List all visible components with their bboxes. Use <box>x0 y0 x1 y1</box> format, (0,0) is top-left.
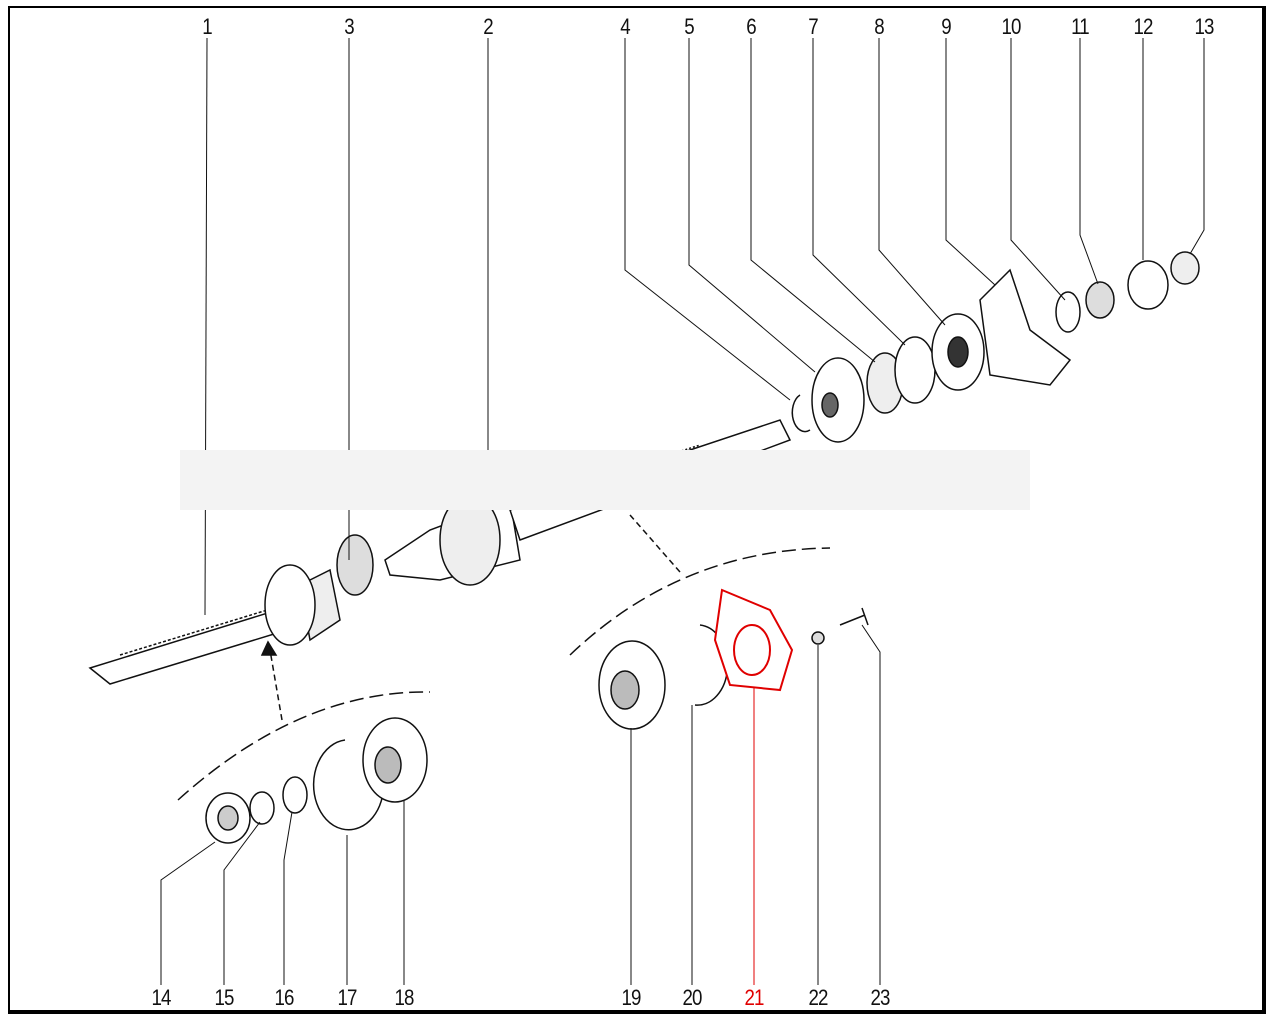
callout-8: 8 <box>874 14 884 39</box>
callout-12: 12 <box>1133 14 1153 39</box>
callout-4: 4 <box>620 14 630 39</box>
callout-9: 9 <box>941 14 951 39</box>
callout-2: 2 <box>483 14 493 39</box>
lower-left-parts <box>177 640 431 844</box>
callout-1: 1 <box>202 14 212 39</box>
callout-23: 23 <box>870 985 890 1010</box>
leader-lines <box>160 37 1205 985</box>
callout-13: 13 <box>1194 14 1214 39</box>
callout-5: 5 <box>684 14 694 39</box>
callout-17: 17 <box>337 985 357 1010</box>
callout-21-highlighted[interactable]: 21 <box>744 985 764 1010</box>
callout-7: 7 <box>808 14 818 39</box>
upper-parts <box>791 251 1200 443</box>
lower-right-parts <box>569 514 869 730</box>
callout-18: 18 <box>394 985 414 1010</box>
callout-19: 19 <box>621 985 641 1010</box>
callout-15: 15 <box>214 985 234 1010</box>
callout-14: 14 <box>151 985 171 1010</box>
callout-22: 22 <box>808 985 828 1010</box>
callout-11: 11 <box>1071 14 1090 39</box>
diagram-frame <box>8 6 1266 1014</box>
callout-3: 3 <box>344 14 354 39</box>
callout-10: 10 <box>1001 14 1021 39</box>
callout-20: 20 <box>682 985 702 1010</box>
callout-6: 6 <box>746 14 756 39</box>
callout-16: 16 <box>274 985 294 1010</box>
